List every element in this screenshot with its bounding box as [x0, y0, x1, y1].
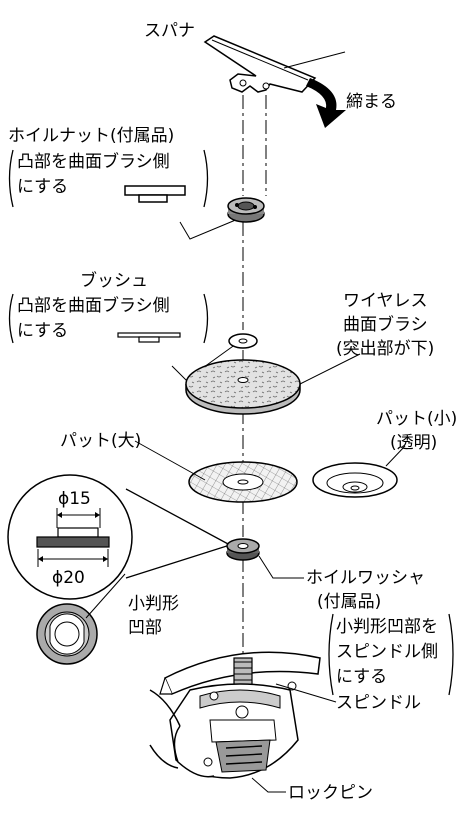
- wireless-brush-label-line-2: 曲面ブラシ: [343, 315, 428, 335]
- bush-note-line-2: にする: [17, 321, 69, 341]
- wheel-nut-note-line-2: にする: [17, 177, 69, 197]
- lock-pin-label: ロックピン: [288, 783, 373, 803]
- wheel-washer-note-line-1: 小判形凹部を: [336, 617, 438, 637]
- wheel-nut-note-line-1: 凸部を曲面ブラシ側: [17, 152, 170, 172]
- bush-note-line-1: 凸部を曲面ブラシ側: [17, 296, 170, 316]
- tighten-arrow: [306, 78, 346, 128]
- wheel-nut-part: [227, 197, 265, 223]
- wheel-washer-note-line-2: スピンドル側: [336, 642, 438, 662]
- grinder-body: [149, 651, 337, 793]
- small-pad: [312, 445, 406, 498]
- diameter-20-label: ϕ20: [52, 568, 85, 588]
- small-pad-label: パット(小): [376, 409, 458, 429]
- large-pad: [134, 440, 298, 503]
- oval-recess-label-line-2: 凹部: [128, 618, 162, 638]
- bush-part: [228, 333, 258, 349]
- wheel-nut-label: ホイルナット(付属品): [8, 126, 175, 146]
- spanner-leader: [283, 51, 346, 69]
- center-axis: [242, 95, 267, 660]
- wheel-washer-front-view: [36, 573, 126, 665]
- wheel-washer-note-line-3: にする: [336, 667, 388, 687]
- wireless-brush-label-line-1: ワイヤレス: [343, 291, 428, 311]
- note-brackets: [8, 149, 454, 696]
- small-pad-note: (透明): [390, 433, 438, 453]
- diameter-15-label: ϕ15: [58, 489, 91, 509]
- wireless-brush-disc: [185, 353, 361, 415]
- spindle-label: スピンドル: [336, 693, 421, 713]
- large-pad-label: パット(大): [60, 431, 142, 451]
- tighten-label: 締まる: [346, 92, 397, 112]
- spanner-label: スパナ: [144, 21, 195, 41]
- wireless-brush-label-line-3: (突出部が下): [336, 339, 435, 359]
- wheel-washer-part: [226, 538, 304, 579]
- oval-recess-label-line-1: 小判形: [128, 594, 179, 614]
- wheel-nut-side-view: [124, 185, 239, 240]
- bush-label: ブッシュ: [80, 271, 148, 291]
- wheel-washer-label: ホイルワッシャ: [306, 568, 425, 588]
- wheel-washer-sublabel: (付属品): [317, 592, 382, 612]
- spanner-part: [203, 35, 346, 93]
- washer-detail-callout: [7, 474, 232, 600]
